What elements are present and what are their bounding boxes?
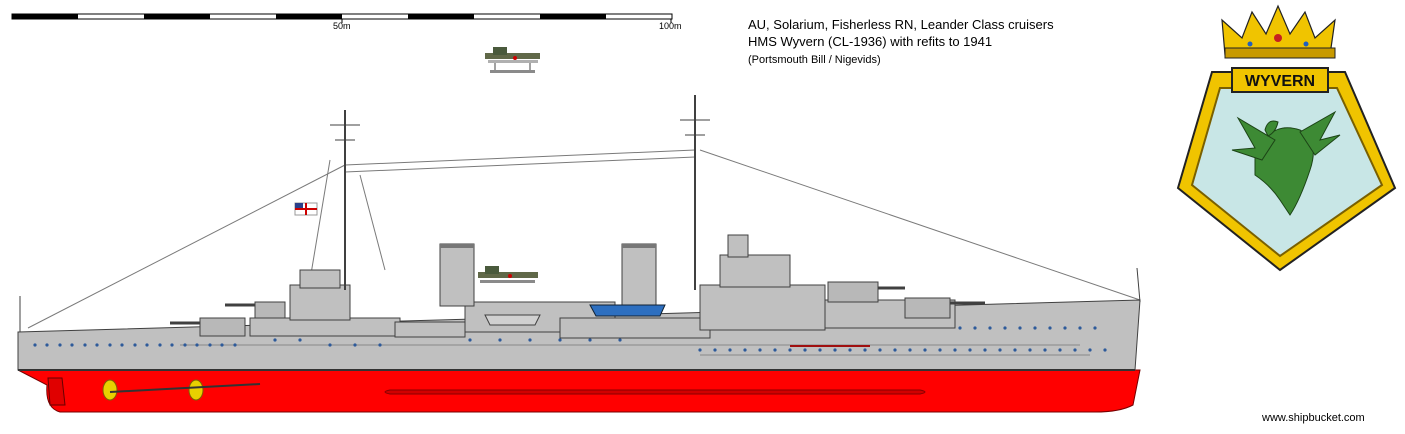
naval-crown bbox=[1221, 4, 1336, 59]
fore-funnel bbox=[439, 243, 475, 307]
funnel-cap bbox=[622, 244, 656, 248]
ship-boat bbox=[484, 314, 541, 326]
scale-end-label: 100m bbox=[659, 21, 682, 31]
rigging-lines bbox=[27, 149, 1141, 329]
floatplane-flying bbox=[485, 47, 540, 73]
scale-bar-segment bbox=[276, 14, 342, 19]
bow-jackstaff bbox=[1136, 267, 1141, 303]
catapult-floatplane bbox=[478, 266, 538, 283]
caption-line-1: AU, Solarium, Fisherless RN, Leander Cla… bbox=[748, 17, 1054, 32]
propellers bbox=[102, 379, 204, 401]
dragon-emblem bbox=[1231, 110, 1341, 216]
mast-yards bbox=[330, 119, 710, 141]
badge-name: WYVERN bbox=[1245, 73, 1315, 90]
scale-bar-segment bbox=[144, 14, 210, 19]
rudder bbox=[47, 377, 66, 406]
scale-bar-segment bbox=[408, 14, 474, 19]
portholes bbox=[33, 326, 1107, 352]
scale-mid-label: 50m bbox=[333, 21, 351, 31]
caption-credits: (Portsmouth Bill / Nigevids) bbox=[748, 54, 881, 66]
scale-bar-segment bbox=[12, 14, 78, 19]
gun-turrets bbox=[170, 281, 985, 337]
watermark-text: www.shipbucket.com bbox=[1262, 412, 1365, 424]
aft-funnel bbox=[621, 243, 657, 307]
ship-boat bbox=[589, 304, 666, 317]
bilge-keel bbox=[384, 389, 926, 395]
caption-line-2: HMS Wyvern (CL-1936) with refits to 1941 bbox=[748, 34, 993, 49]
superstructure bbox=[249, 234, 956, 339]
funnel-cap bbox=[440, 244, 474, 248]
scale-bar-segment bbox=[540, 14, 606, 19]
badge-name-banner bbox=[1231, 67, 1329, 93]
ensign-flag bbox=[294, 202, 318, 216]
prop-shaft bbox=[109, 383, 261, 393]
